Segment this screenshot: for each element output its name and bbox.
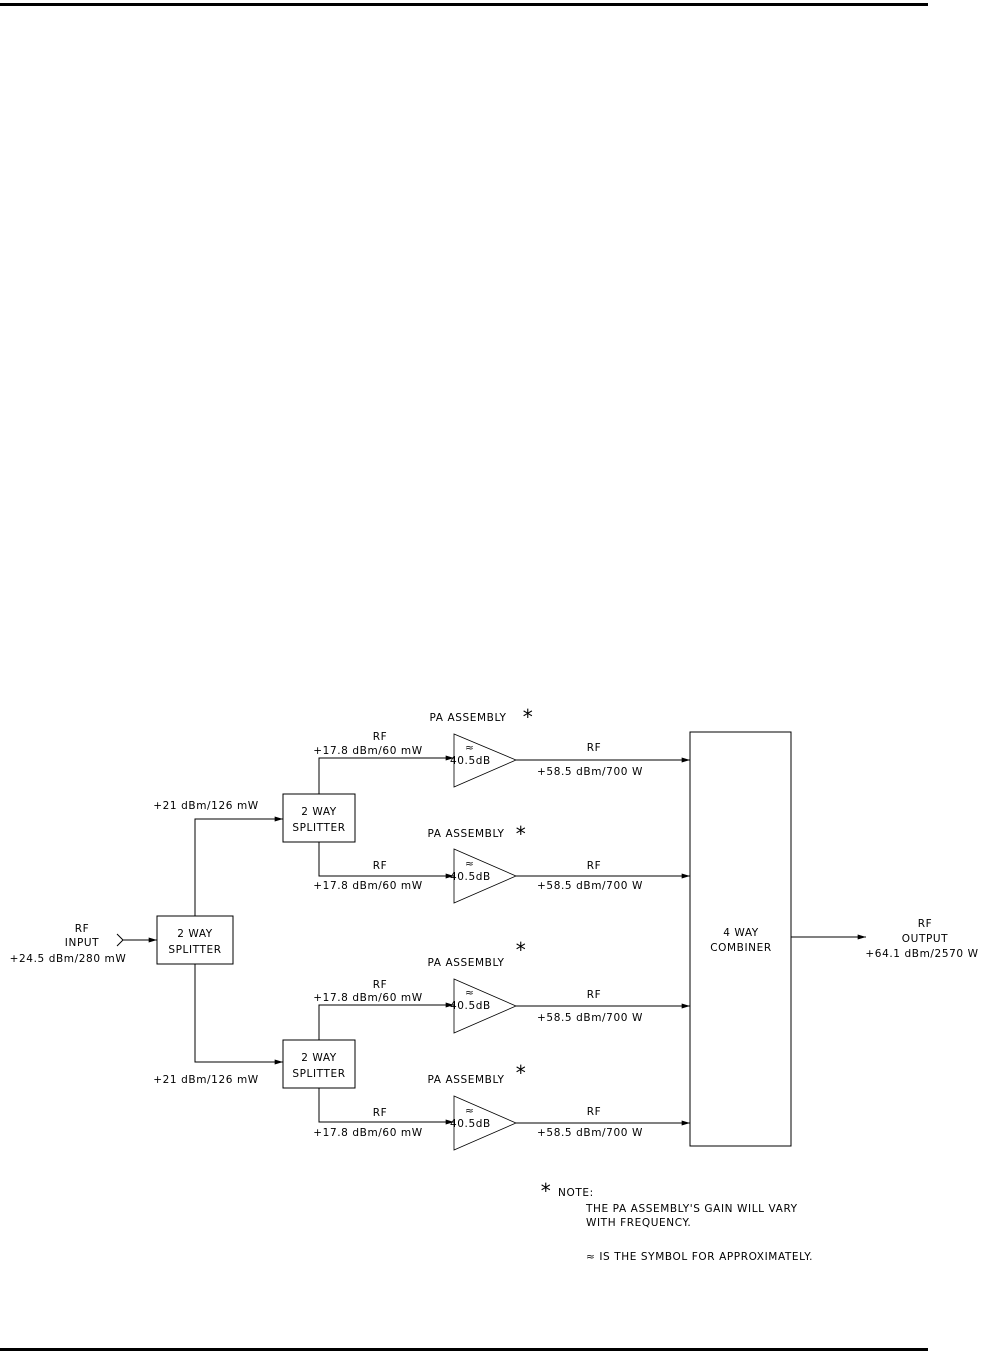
asterisk-icon: * [516,822,527,846]
svg-text:40.5dB: 40.5dB [450,755,491,767]
svg-text:≈: ≈ [465,858,474,870]
asterisk-icon: * [541,1179,552,1203]
svg-text:40.5dB: 40.5dB [450,871,491,883]
svg-text:SPLITTER: SPLITTER [292,1068,345,1080]
upper-branch-wire [194,816,283,916]
pa-assembly-2: PA ASSEMBLY * RF +17.8 dBm/60 mW ≈ 40.5d… [313,822,691,904]
svg-text:RF: RF [373,1107,388,1119]
pa-assembly-3: PA ASSEMBLY * RF +17.8 dBm/60 mW ≈ 40.5d… [313,938,691,1034]
asterisk-icon: * [523,705,534,729]
lower-splitter: 2 WAY SPLITTER [282,1039,356,1089]
note-title: NOTE: [558,1187,594,1199]
rf-output: RF OUTPUT +64.1 dBm/2570 W [791,918,978,960]
bottom-rule [0,1348,928,1351]
svg-text:≈: ≈ [465,742,474,754]
output-power-label: +64.1 dBm/2570 W [865,948,978,960]
svg-text:PA ASSEMBLY: PA ASSEMBLY [427,1074,504,1086]
upper-branch-power: +21 dBm/126 mW [153,800,259,812]
svg-text:+17.8 dBm/60 mW: +17.8 dBm/60 mW [313,880,422,892]
pa1-input-wire [318,755,454,794]
top-rule [0,3,928,6]
output-label: OUTPUT [902,933,948,945]
svg-text:+58.5 dBm/700 W: +58.5 dBm/700 W [537,766,643,778]
svg-text:SPLITTER: SPLITTER [168,944,221,956]
svg-text:RF: RF [587,1106,602,1118]
input-rf-label: RF [75,923,90,935]
amplifier-icon [453,733,518,788]
svg-text:RF: RF [587,989,602,1001]
asterisk-icon: * [516,938,527,962]
pa4-input-wire [318,1088,454,1125]
svg-text:≈: ≈ [465,1105,474,1117]
svg-text:40.5dB: 40.5dB [450,1118,491,1130]
rf-input: RF INPUT +24.5 dBm/280 mW [10,923,158,965]
svg-text:PA ASSEMBLY: PA ASSEMBLY [429,712,506,724]
svg-text:PA ASSEMBLY: PA ASSEMBLY [427,957,504,969]
svg-text:+17.8 dBm/60 mW: +17.8 dBm/60 mW [313,745,422,757]
svg-text:+58.5 dBm/700 W: +58.5 dBm/700 W [537,880,643,892]
svg-text:RF: RF [373,860,388,872]
note-line-1: THE PA ASSEMBLY'S GAIN WILL VARY [585,1203,798,1215]
svg-text:40.5dB: 40.5dB [450,1000,491,1012]
pa-assembly-4: PA ASSEMBLY * RF +17.8 dBm/60 mW ≈ 40.5d… [313,1061,691,1151]
asterisk-icon: * [516,1061,527,1085]
svg-text:2 WAY: 2 WAY [301,1052,337,1064]
pa3-input-wire [318,1002,454,1040]
four-way-combiner: 4 WAY COMBINER [689,731,792,1147]
svg-text:+17.8 dBm/60 mW: +17.8 dBm/60 mW [313,1127,422,1139]
note-block: * NOTE: THE PA ASSEMBLY'S GAIN WILL VARY… [541,1179,813,1263]
svg-text:RF: RF [587,742,602,754]
lower-branch-power: +21 dBm/126 mW [153,1074,259,1086]
input-connector-icon [116,933,124,947]
svg-text:2 WAY: 2 WAY [177,928,213,940]
svg-text:RF: RF [373,731,388,743]
pa2-input-wire [318,842,454,879]
amplifier-icon [453,848,518,904]
svg-text:RF: RF [373,979,388,991]
input-power-label: +24.5 dBm/280 mW [10,953,127,965]
svg-text:2 WAY: 2 WAY [301,806,337,818]
svg-text:+58.5 dBm/700 W: +58.5 dBm/700 W [537,1127,643,1139]
svg-text:4 WAY: 4 WAY [723,927,759,939]
svg-text:PA ASSEMBLY: PA ASSEMBLY [427,828,504,840]
svg-text:RF: RF [587,860,602,872]
svg-text:COMBINER: COMBINER [710,942,772,954]
amplifier-icon [453,978,518,1034]
upper-splitter: 2 WAY SPLITTER [282,793,356,843]
svg-text:SPLITTER: SPLITTER [292,822,345,834]
input-label: INPUT [65,937,99,949]
svg-text:≈: ≈ [465,987,474,999]
note-line-3: ≈ IS THE SYMBOL FOR APPROXIMATELY. [586,1251,813,1263]
output-rf-label: RF [918,918,933,930]
note-line-2: WITH FREQUENCY. [586,1217,691,1229]
pa-assembly-1: PA ASSEMBLY * RF +17.8 dBm/60 mW ≈ 40.5d… [313,705,691,788]
lower-branch-wire [194,964,283,1065]
svg-text:+58.5 dBm/700 W: +58.5 dBm/700 W [537,1012,643,1024]
main-splitter: 2 WAY SPLITTER [156,915,234,965]
svg-text:+17.8 dBm/60 mW: +17.8 dBm/60 mW [313,992,422,1004]
amplifier-icon [453,1095,518,1151]
